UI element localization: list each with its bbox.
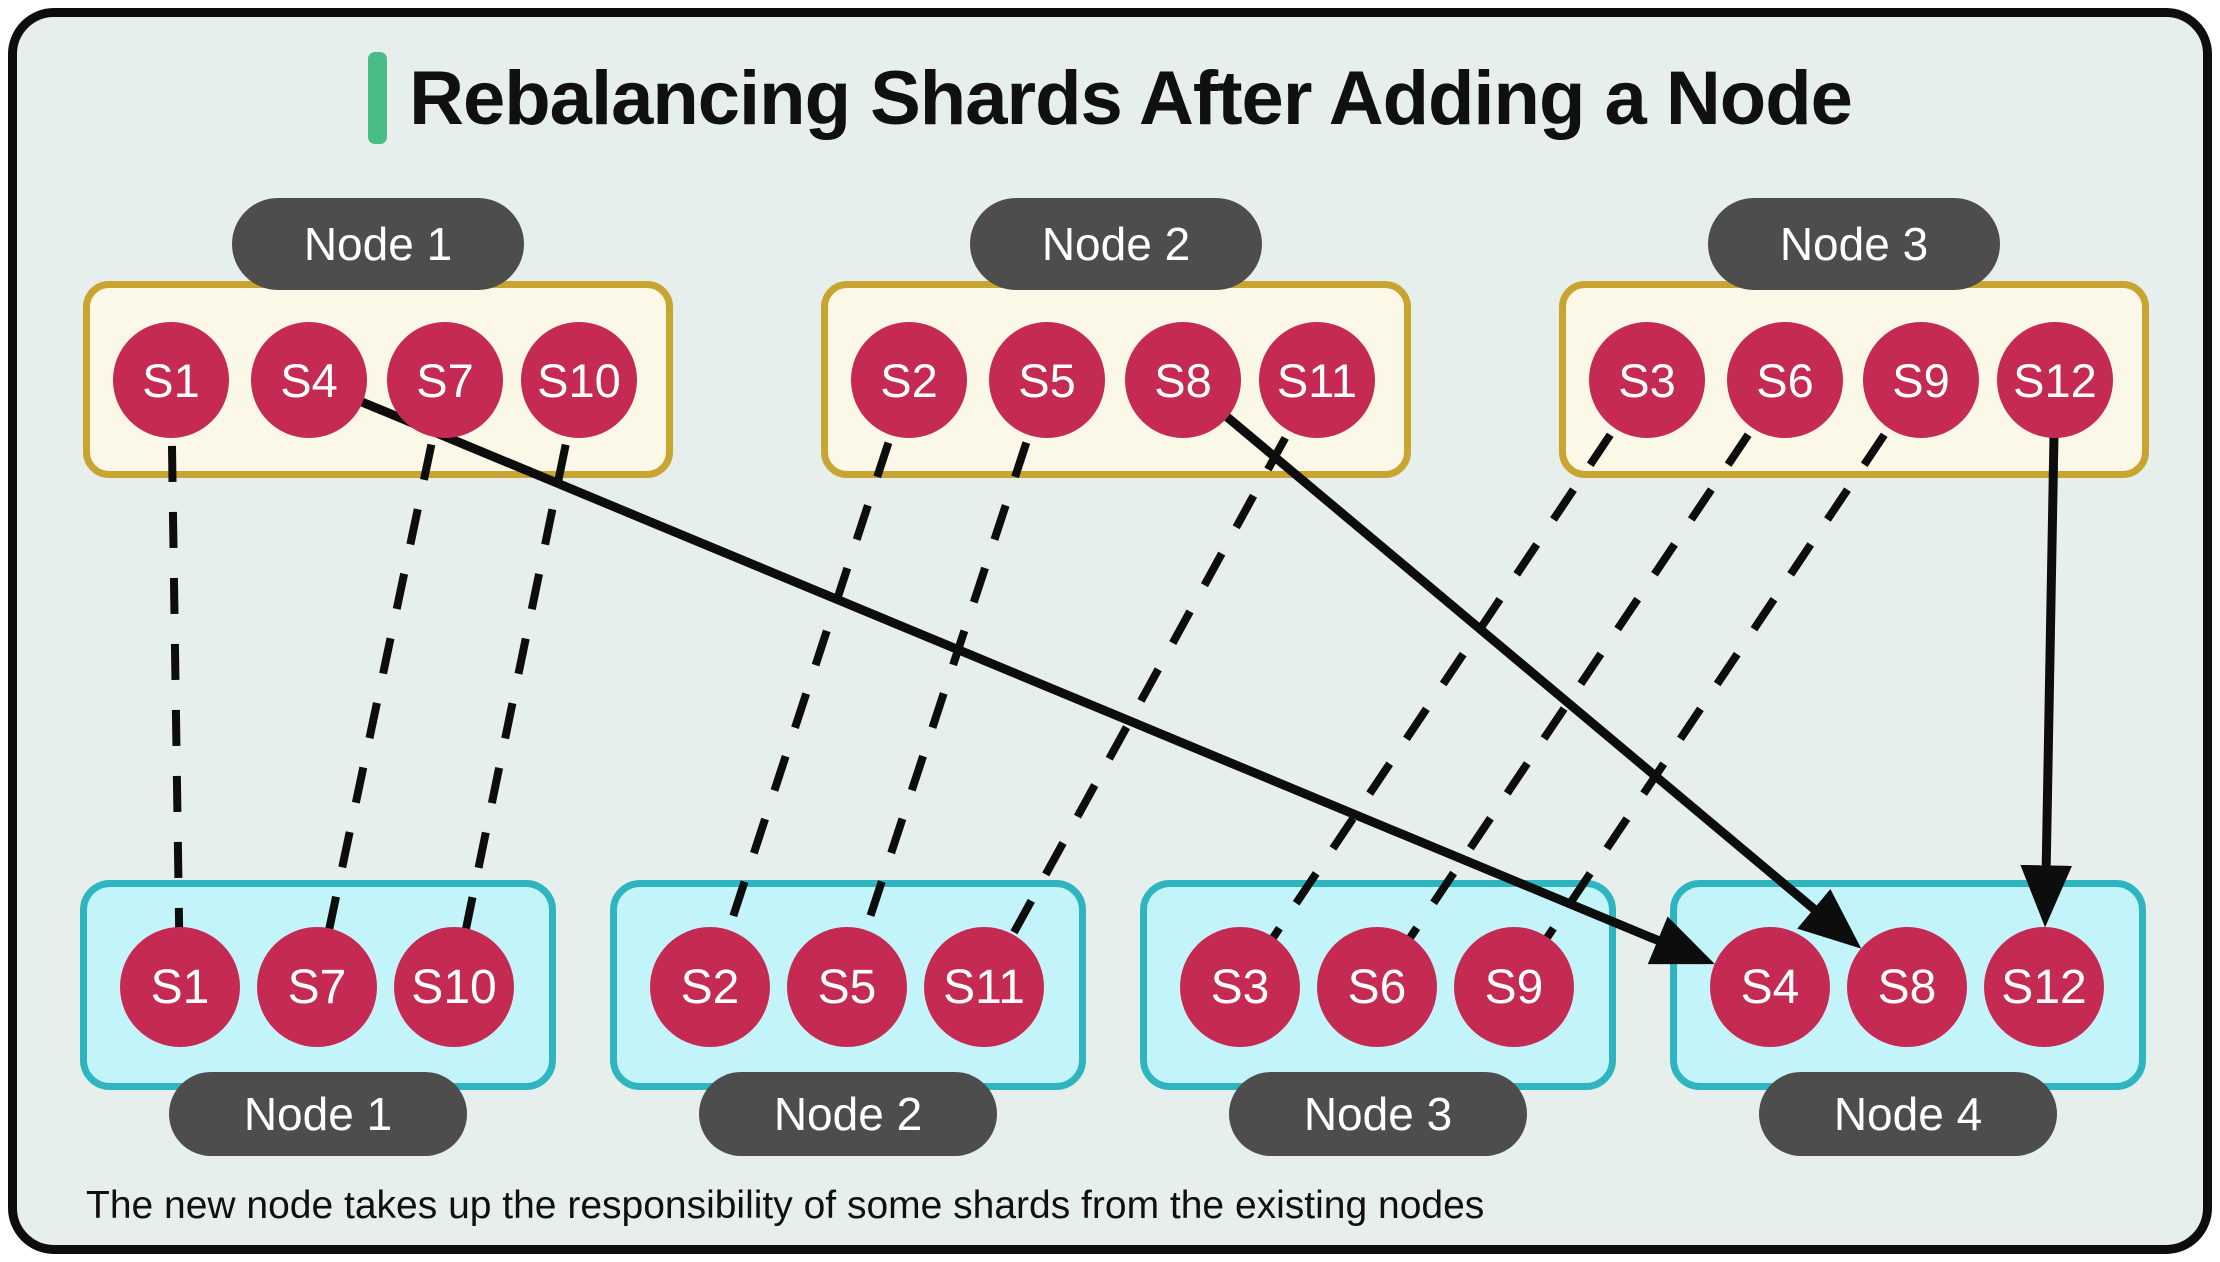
- node-label: Node 2: [1041, 218, 1191, 270]
- node-label: Node 2: [773, 1088, 923, 1140]
- node-label: Node 1: [303, 218, 453, 270]
- shard-label: S12: [2001, 960, 2087, 1014]
- node-label: Node 3: [1303, 1088, 1453, 1140]
- top-node-label-pill-1: Node 1: [232, 198, 524, 290]
- page-title: Rebalancing Shards After Adding a Node: [409, 55, 1853, 141]
- bottom-node-label-pill-2: Node 2: [699, 1072, 997, 1156]
- bottom-node-label-pill-3: Node 3: [1229, 1072, 1527, 1156]
- node-label: Node 3: [1779, 218, 1929, 270]
- bottom-node-label-pill-1: Node 1: [169, 1072, 467, 1156]
- top-node-label-pill-2: Node 2: [970, 198, 1262, 290]
- caption-text: The new node takes up the responsibility…: [86, 1184, 1485, 1227]
- title-accent-bar: [368, 52, 388, 144]
- node-label: Node 4: [1833, 1088, 1983, 1140]
- bottom-node-label-pill-4: Node 4: [1759, 1072, 2057, 1156]
- node-label: Node 1: [243, 1088, 393, 1140]
- top-node-label-pill-3: Node 3: [1708, 198, 2000, 290]
- title-row: Rebalancing Shards After Adding a Node: [0, 52, 2220, 144]
- shard-circle-bottom-S12: S12: [1984, 927, 2104, 1047]
